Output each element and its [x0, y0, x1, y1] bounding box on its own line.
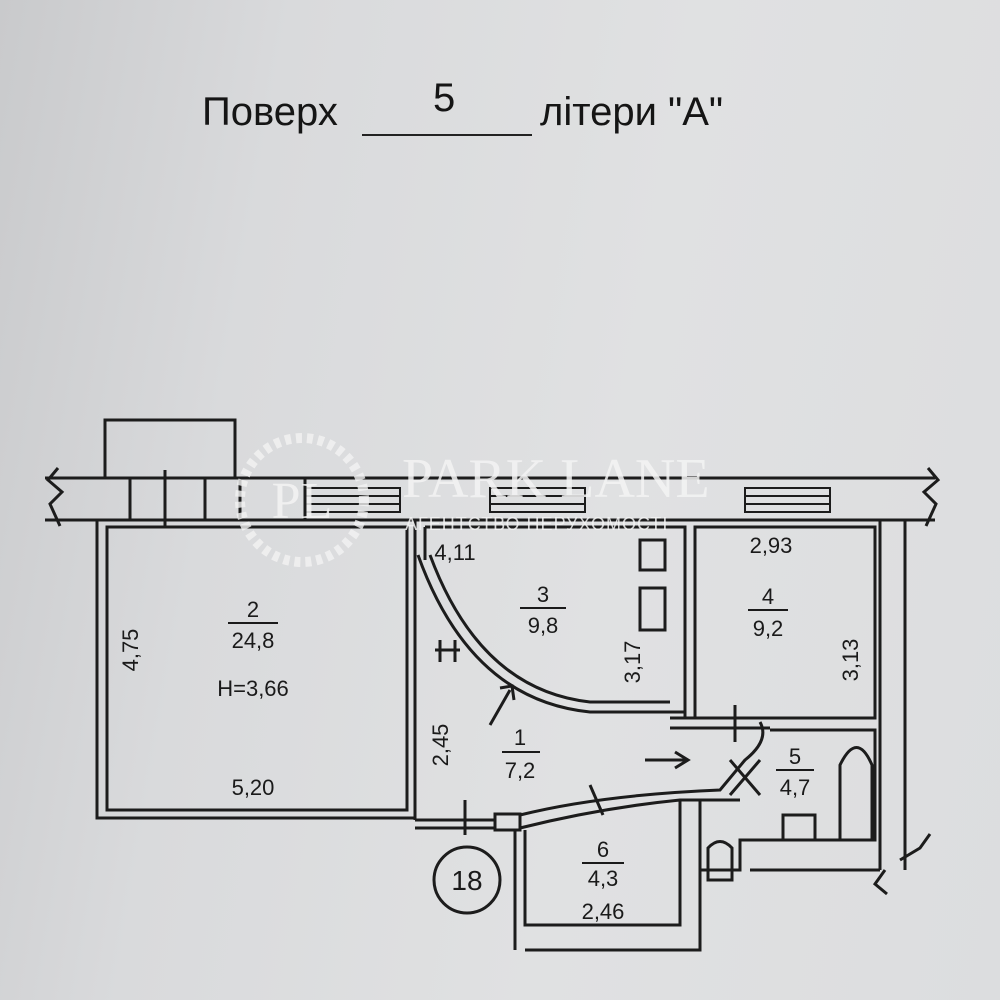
room5-number: 5 — [789, 744, 801, 769]
room4-area: 9,2 — [753, 616, 784, 641]
room2-height: H=3,66 — [217, 676, 289, 701]
arrow-right-icon — [645, 750, 691, 770]
room1-number: 1 — [514, 725, 526, 750]
room4-depth: 3,13 — [838, 639, 863, 682]
watermark-subtitle: АГЕНТСТВО НЕРУХОМОСТІ — [405, 514, 668, 534]
hall-depth: 2,45 — [428, 724, 453, 767]
apartment-number: 18 — [451, 865, 482, 896]
toilet-icon — [706, 840, 734, 882]
floor-heading: Поверх 5 літери "А" — [0, 76, 1000, 152]
washbasin-icon — [781, 813, 817, 842]
arrow-up-icon — [488, 684, 516, 726]
balcony — [103, 418, 237, 480]
wreath-icon — [235, 433, 369, 567]
apartment-number-circle — [432, 845, 502, 915]
watermark: PL PARK LANE АГЕНТСТВО НЕРУХОМОСТІ — [235, 433, 710, 567]
cross-icon — [728, 759, 762, 796]
room6-area: 4,3 — [588, 866, 619, 891]
room3-width: 4,11 — [434, 540, 475, 565]
floor-number: 5 — [433, 76, 456, 120]
room6-number: 6 — [597, 837, 609, 862]
floor-underline — [362, 134, 532, 136]
watermark-brand: PARK LANE — [402, 448, 710, 510]
letter-label: літери "А" — [540, 90, 724, 134]
room-labels: 2 24,8 H=3,66 5,20 4,75 4,11 3 9,8 3,17 … — [118, 533, 863, 924]
watermark-monogram: PL — [272, 473, 333, 530]
room2-depth: 4,75 — [118, 629, 143, 672]
room6-width: 2,46 — [582, 899, 625, 924]
stove-icon — [638, 586, 667, 632]
room2-number: 2 — [247, 597, 259, 622]
walls — [45, 418, 941, 952]
bathtub-icon — [838, 746, 874, 840]
room3-area: 9,8 — [528, 613, 559, 638]
floor-label: Поверх — [202, 90, 338, 134]
sink-icon — [638, 538, 667, 572]
room1-area: 7,2 — [505, 758, 536, 783]
room5-area: 4,7 — [780, 775, 811, 800]
room4-number: 4 — [762, 584, 774, 609]
windows — [304, 487, 831, 513]
room3-depth: 3,17 — [620, 641, 645, 684]
room3-number: 3 — [537, 582, 549, 607]
room2-width: 5,20 — [232, 775, 275, 800]
room2-area: 24,8 — [232, 628, 275, 653]
room4-width: 2,93 — [750, 533, 793, 558]
